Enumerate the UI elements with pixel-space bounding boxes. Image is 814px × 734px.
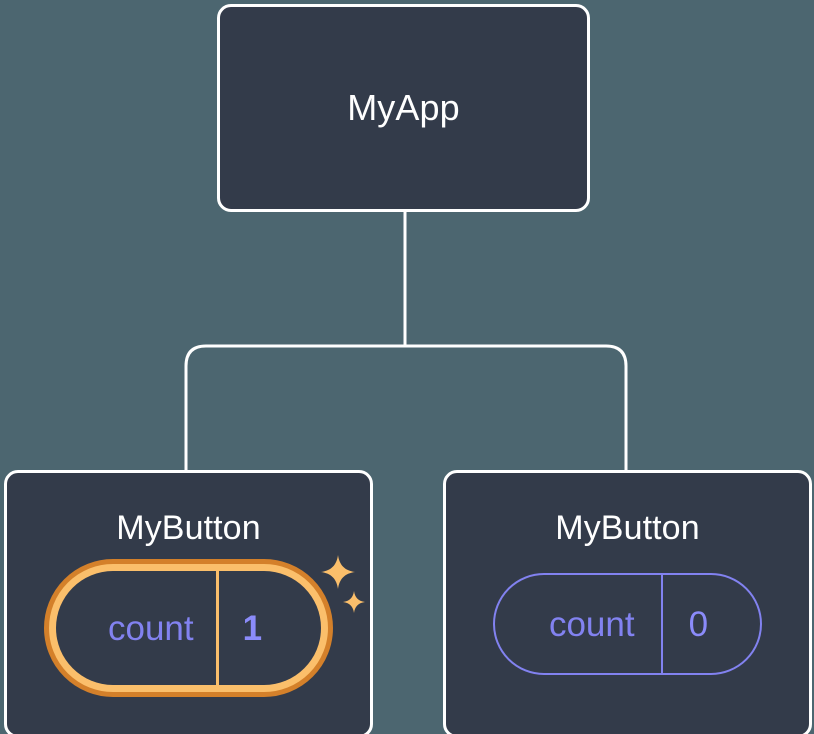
sparkle-icon xyxy=(343,591,365,613)
state-pill-wrapper-left: count 1 xyxy=(44,555,365,697)
node-title-child-left: MyButton xyxy=(116,509,261,547)
node-card-child-left[interactable]: MyButton count 1 xyxy=(4,470,373,734)
sparkle-icon xyxy=(321,555,355,589)
state-pill-inner-left: count 1 xyxy=(56,571,321,685)
node-card-child-right[interactable]: MyButton count 0 xyxy=(443,470,812,734)
state-pill-left[interactable]: count 1 xyxy=(44,559,333,697)
node-card-root[interactable]: MyApp xyxy=(217,4,590,212)
state-pill-right[interactable]: count 0 xyxy=(492,573,763,675)
state-value-left: 1 xyxy=(215,571,316,685)
state-key-left: count xyxy=(108,608,194,648)
state-value-right: 0 xyxy=(660,575,760,673)
state-key-right: count xyxy=(548,604,635,644)
connector-branch-bar xyxy=(184,344,628,472)
state-pill-wrapper-right: count 0 xyxy=(492,573,763,675)
node-title-child-right: MyButton xyxy=(555,509,700,547)
node-title-root: MyApp xyxy=(347,87,460,128)
